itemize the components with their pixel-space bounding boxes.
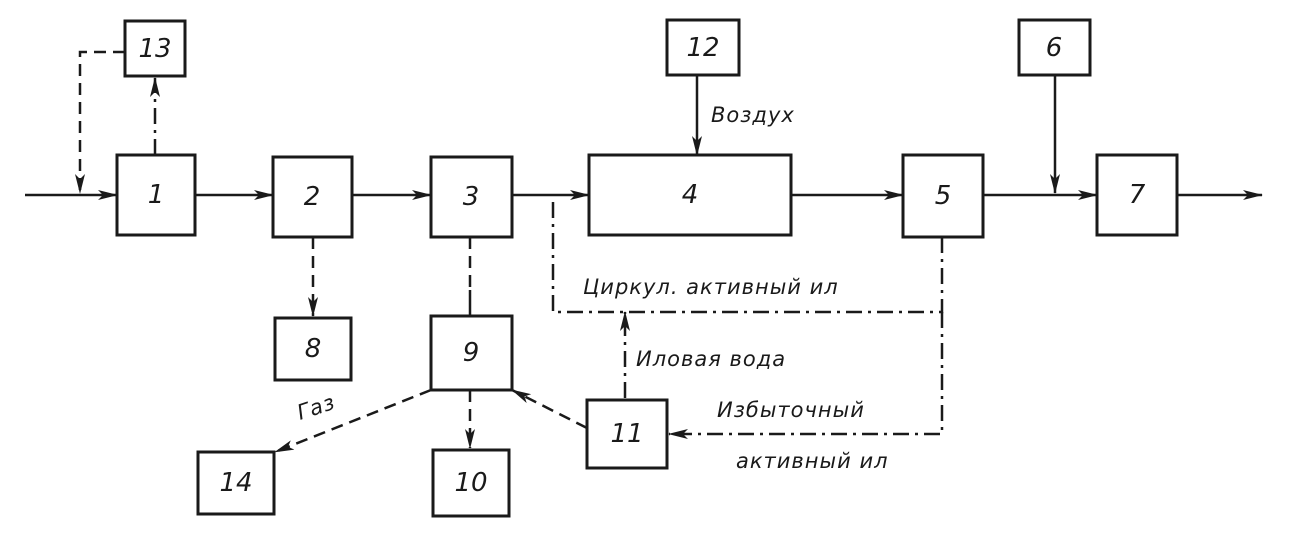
svg-text:9: 9: [463, 338, 480, 368]
label-air: Воздух: [711, 103, 795, 127]
return-sludge-line: [551, 195, 944, 314]
label-excess-sludge-line2: активный ил: [736, 449, 889, 473]
svg-text:4: 4: [682, 180, 699, 210]
block-13: 13: [123, 19, 187, 78]
block-6: 6: [1017, 18, 1092, 77]
svg-text:10: 10: [454, 468, 487, 498]
block-11: 11: [585, 398, 669, 470]
block-3: 3: [429, 155, 514, 239]
svg-text:8: 8: [305, 334, 322, 364]
block-9: 9: [429, 314, 514, 392]
block-8: 8: [273, 316, 353, 382]
block-1: 1: [115, 153, 197, 237]
block-12: 12: [665, 18, 741, 77]
label-excess-sludge-line1: Избыточный: [717, 398, 865, 422]
gas-line: [274, 388, 432, 454]
label-gas: Газ: [294, 390, 338, 425]
bypass-13-to-inlet: [75, 50, 125, 194]
svg-text:7: 7: [1129, 180, 1146, 210]
block-2: 2: [271, 155, 354, 239]
block-14: 14: [196, 450, 276, 516]
block-10: 10: [431, 448, 511, 518]
svg-text:2: 2: [304, 182, 321, 212]
block-7: 7: [1095, 153, 1179, 237]
flow-11-9: [511, 388, 588, 430]
svg-text:12: 12: [686, 33, 719, 63]
svg-text:11: 11: [610, 419, 643, 449]
block-4: 4: [587, 153, 793, 237]
svg-text:3: 3: [463, 182, 480, 212]
svg-text:14: 14: [219, 468, 252, 498]
excess-sludge-line: [668, 312, 944, 439]
label-circulating-sludge: Циркул. активный ил: [583, 275, 839, 299]
block-5: 5: [901, 153, 985, 239]
svg-text:5: 5: [935, 181, 952, 211]
svg-text:1: 1: [148, 180, 165, 210]
svg-text:13: 13: [138, 34, 171, 64]
label-sludge-water: Иловая вода: [636, 347, 786, 371]
svg-text:6: 6: [1046, 33, 1063, 63]
